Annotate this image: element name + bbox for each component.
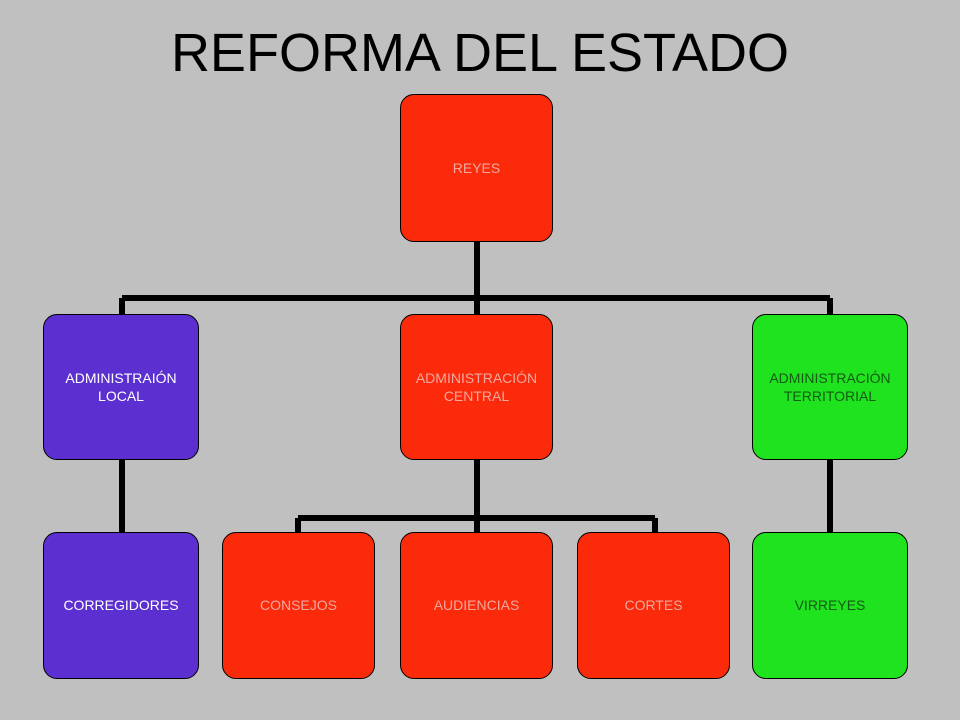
node-audiencias: AUDIENCIAS [400,532,553,679]
node-reyes: REYES [400,94,553,242]
node-corregidores-label: CORREGIDORES [63,597,179,614]
node-cortes-label: CORTES [624,597,683,614]
node-reyes-label: REYES [452,159,501,176]
node-consejos-label: CONSEJOS [259,597,337,614]
node-administracion-central: ADMINISTRACIÓN CENTRAL [400,314,553,460]
node-administracion-territorial: ADMINISTRACIÓN TERRITORIAL [752,314,908,460]
node-administracion-local: ADMINISTRAIÓN LOCAL [43,314,199,460]
node-consejos: CONSEJOS [222,532,375,679]
node-virreyes: VIRREYES [752,532,908,679]
node-virreyes-label: VIRREYES [794,597,866,614]
node-local-label: ADMINISTRAIÓN LOCAL [65,369,177,404]
node-cortes: CORTES [577,532,730,679]
node-corregidores: CORREGIDORES [43,532,199,679]
node-audiencias-label: AUDIENCIAS [433,597,520,614]
page-title: REFORMA DEL ESTADO [170,23,790,83]
node-territorial-label: ADMINISTRACIÓN TERRITORIAL [769,369,891,404]
node-central-label: ADMINISTRACIÓN CENTRAL [415,369,538,404]
